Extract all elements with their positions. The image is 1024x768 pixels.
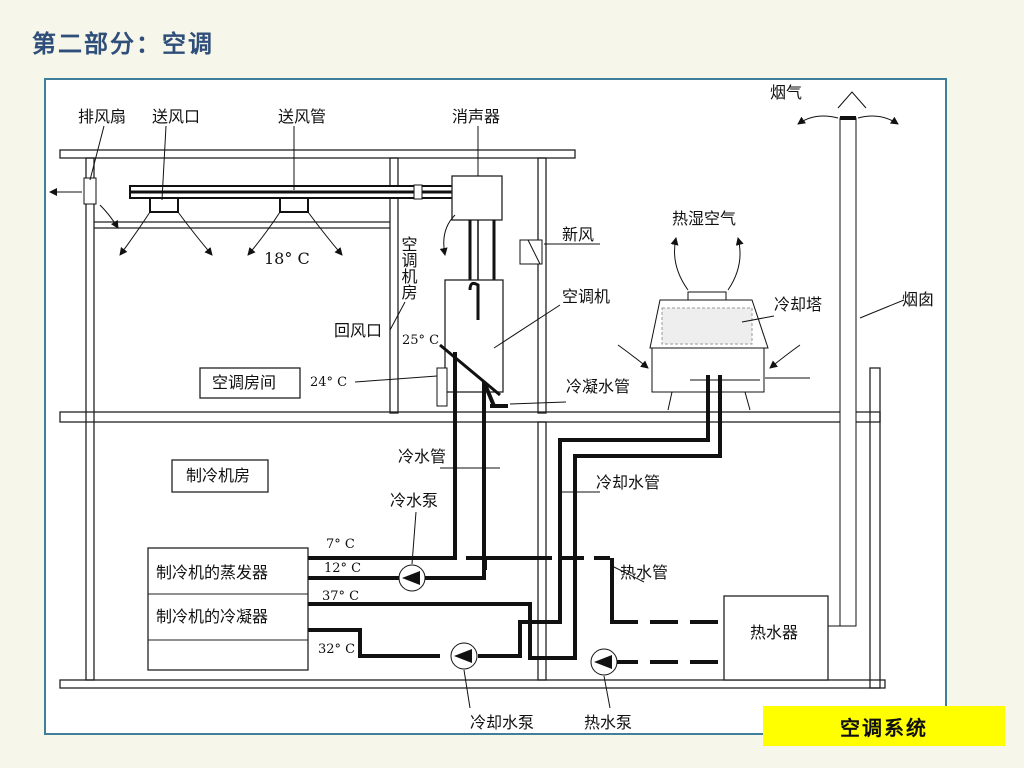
pumps <box>398 564 618 676</box>
label-ac-room: 空调房间 <box>212 373 276 392</box>
slide-title: 第二部分：空调 <box>32 30 214 58</box>
label-supply-outlet: 送风口 <box>152 107 200 126</box>
label-ahu-room: 空调机房 <box>399 236 418 301</box>
label-ahu: 空调机 <box>562 287 610 306</box>
label-fresh-air: 新风 <box>562 225 594 244</box>
label-supply-duct: 送风管 <box>278 107 326 126</box>
temp-chilled-supply: 7° C <box>326 537 355 552</box>
return-air-grille <box>436 367 448 407</box>
label-cooling-tower: 冷却塔 <box>774 295 822 314</box>
label-flue-gas: 烟气 <box>770 83 802 102</box>
system-badge: 空调系统 <box>763 706 1005 746</box>
temp-condenser-in: 32° C <box>318 642 355 657</box>
label-exhaust-fan: 排风扇 <box>78 107 126 126</box>
label-return-outlet: 回风口 <box>334 321 382 340</box>
label-cooling-water-pump: 冷却水泵 <box>470 713 534 732</box>
chimney <box>797 91 899 627</box>
cooling-tower <box>617 237 801 411</box>
equipment-boxes <box>147 367 829 681</box>
label-chilled-water-pump: 冷水泵 <box>390 491 438 510</box>
temp-chilled-return: 12° C <box>324 561 361 576</box>
label-chilled-water-pipe: 冷水管 <box>398 447 446 466</box>
temp-room: 24° C <box>310 375 347 390</box>
temp-ahu-return: 25° C <box>402 333 439 348</box>
label-evaporator: 制冷机的蒸发器 <box>156 563 268 582</box>
label-condensate-pipe: 冷凝水管 <box>566 377 630 396</box>
label-chimney: 烟囱 <box>902 290 934 309</box>
label-cooling-water-pipe: 冷却水管 <box>596 473 660 492</box>
piping <box>308 352 722 664</box>
label-chiller-room: 制冷机房 <box>186 466 250 485</box>
label-humid-hot-air: 热湿空气 <box>672 209 736 228</box>
supply-duct <box>129 184 461 213</box>
label-muffler: 消声器 <box>452 107 500 126</box>
supply-air-arrows <box>99 204 343 256</box>
label-condenser: 制冷机的冷凝器 <box>156 607 268 626</box>
label-water-heater: 热水器 <box>750 623 798 642</box>
temp-room-supply: 18° C <box>264 249 310 268</box>
label-hot-water-pipe: 热水管 <box>620 563 668 582</box>
air-handling-unit <box>439 175 543 397</box>
label-hot-water-pump: 热水泵 <box>584 713 632 732</box>
temp-condenser-out: 37° C <box>322 589 359 604</box>
leader-lines <box>89 125 905 709</box>
exhaust-fan <box>49 177 97 205</box>
